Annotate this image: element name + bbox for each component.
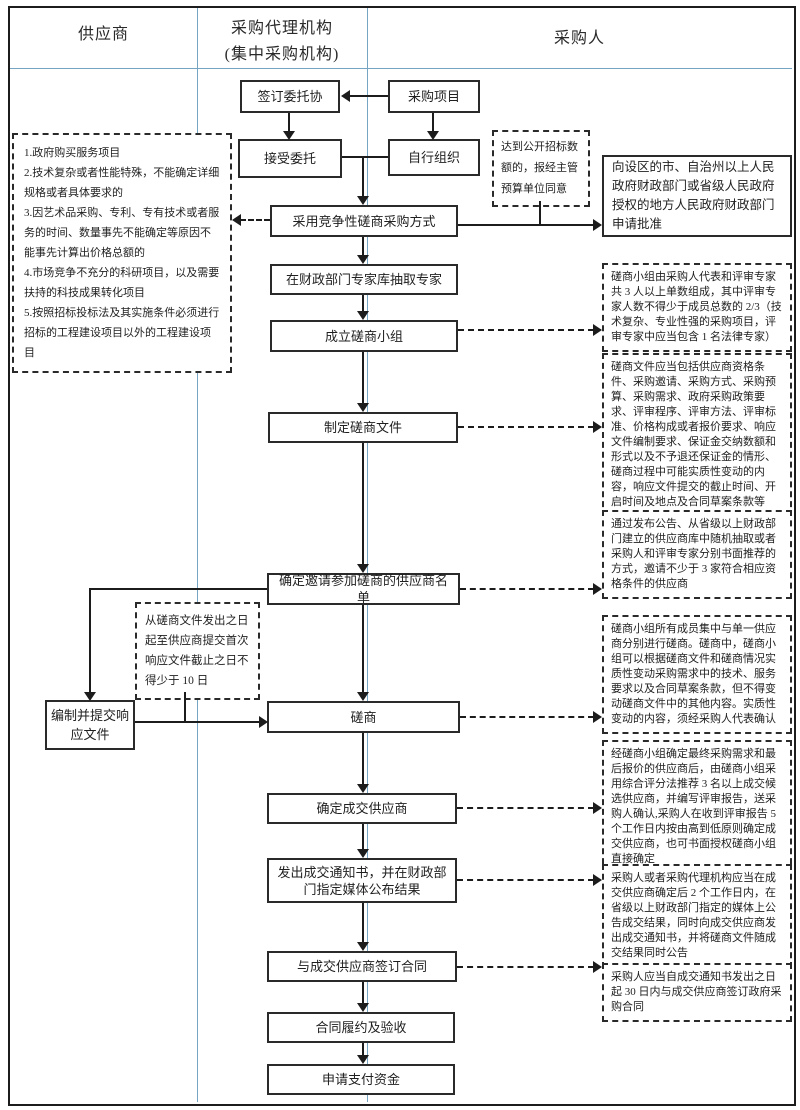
arrowhead-down-apply-payment (357, 1055, 369, 1064)
lane-divider-right (367, 8, 368, 1102)
lane-title-agency: 采购代理机构 (集中采购机构) (197, 16, 367, 68)
arrowhead-down-form-group (357, 311, 369, 320)
arrowhead-right-group-composition (593, 324, 602, 336)
connector-docs-to-list (362, 443, 364, 565)
arrowhead-down-prepare-docs (357, 403, 369, 412)
note-response-deadline: 从磋商文件发出之日起至供应商提交首次响应文件截止之日不得少于 10 日 (135, 602, 260, 700)
note-condition-3: 3.因艺术品采购、专利、专有技术或者服务的时间、数量事先不能确定等原因不能事先计… (24, 207, 220, 259)
flow-step-negotiate: 磋商 (267, 701, 460, 733)
arrowhead-down-accept-entrust (283, 131, 295, 140)
connector-deadline-to-line (184, 692, 186, 722)
flow-step-determine-winner: 确定成交供应商 (267, 793, 457, 824)
note-doc-requirements: 磋商文件应当包括供应商资格条件、采购邀请、采购方式、采购预算、采购需求、政府采购… (602, 353, 792, 517)
note-condition-2: 2.技术复杂或者性能特殊，不能确定详细规格或者具体要求的 (24, 167, 220, 199)
flow-step-procurement-project: 采购项目 (388, 80, 480, 113)
note-left-conditions: 1.政府购买服务项目 2.技术复杂或者性能特殊，不能确定详细规格或者具体要求的 … (12, 133, 232, 373)
arrowhead-right-apply-approval (593, 219, 602, 231)
note-result-announcement: 采购人或者采购代理机构应当在成交供应商确定后 2 个工作日内，在省级以上财政部门… (602, 864, 792, 968)
arrowhead-down-supplier-list (357, 564, 369, 573)
connector-perform-to-payment (362, 1043, 364, 1056)
flow-step-prepare-response: 编制并提交响应文件 (45, 700, 135, 750)
lane-divider-left (197, 8, 198, 1102)
arrowhead-down-sign-contract (357, 942, 369, 951)
dashed-connector-winner-determination (457, 807, 594, 809)
connector-project-to-self (432, 113, 434, 132)
note-condition-4: 4.市场竞争不充分的科研项目，以及需要扶持的科技成果转化项目 (24, 267, 220, 299)
note-contract-deadline: 采购人应当自成交通知书发出之日起 30 日内与成交供应商签订政府采购合同 (602, 963, 792, 1022)
connector-left-down (89, 588, 91, 693)
flow-step-determine-supplier-list: 确定邀请参加磋商的供应商名单 (267, 573, 460, 605)
flow-step-issue-notice: 发出成交通知书，并在财政部门指定媒体公布结果 (267, 858, 457, 903)
note-condition-1: 1.政府购买服务项目 (24, 147, 121, 159)
arrowhead-left-conditions (232, 214, 241, 226)
connector-project-to-sign (349, 95, 388, 97)
dashed-connector-group-composition (458, 329, 594, 331)
arrowhead-left-sign-agreement (341, 90, 350, 102)
arrowhead-right-winner-determination (593, 802, 602, 814)
dashed-connector-doc-requirements (458, 426, 594, 428)
connector-negotiate-to-winner (362, 733, 364, 785)
note-negotiation-rules: 磋商小组所有成员集中与单一供应商分别进行磋商。磋商中，磋商小组可以根据磋商文件和… (602, 615, 792, 734)
connector-contract-to-perform (362, 982, 364, 1004)
dashed-connector-negotiation-rules (460, 716, 594, 718)
dashed-connector-result-announcement (457, 879, 594, 881)
lane-title-agency-line1: 采购代理机构 (230, 20, 333, 37)
connector-response-to-negotiate (135, 721, 261, 723)
arrowhead-down-prepare-response (84, 692, 96, 701)
arrowhead-down-self-organize (427, 131, 439, 140)
flow-step-perform-contract: 合同履约及验收 (267, 1012, 455, 1043)
connector-list-to-negotiate (362, 605, 364, 693)
connector-notice-to-contract (362, 903, 364, 943)
arrowhead-down-issue-notice (357, 849, 369, 858)
arrowhead-right-negotiation-rules (593, 711, 602, 723)
connector-adopt-to-experts (362, 237, 364, 256)
flow-step-sign-contract: 与成交供应商签订合同 (267, 951, 457, 982)
page-border (8, 6, 796, 1106)
flow-step-form-group: 成立磋商小组 (270, 320, 458, 352)
connector-winner-to-notice (362, 824, 364, 850)
header-divider (10, 68, 792, 69)
connector-adopt-to-approval (458, 224, 595, 226)
arrowhead-down-adopt-method (357, 196, 369, 205)
arrowhead-down-negotiate (357, 692, 369, 701)
note-condition-5: 5.按照招标投标法及其实施条件必须进行招标的工程建设项目以外的工程建设项目 (24, 307, 220, 359)
note-invite-method: 通过发布公告、从省级以上财政部门建立的供应商库中随机抽取或者采购人和评审专家分别… (602, 510, 792, 599)
dashed-connector-adopt-to-conditions (240, 219, 270, 221)
connector-list-to-left (90, 588, 267, 590)
arrowhead-down-draw-experts (357, 255, 369, 264)
dashed-connector-invite-method (460, 588, 594, 590)
arrowhead-right-doc-requirements (593, 421, 602, 433)
connector-junction-to-adopt (362, 157, 364, 197)
connector-group-to-docs (362, 352, 364, 404)
arrowhead-right-invite-method (593, 583, 602, 595)
arrowhead-right-negotiate (259, 716, 268, 728)
lane-title-supplier: 供应商 (77, 26, 129, 43)
flow-step-sign-agreement: 签订委托协 (240, 80, 340, 113)
connector-threshold-to-line (539, 201, 541, 224)
arrowhead-down-determine-winner (357, 784, 369, 793)
note-group-composition: 磋商小组由采购人代表和评审专家共 3 人以上单数组成，其中评审专家人数不得少于成… (602, 263, 792, 352)
lane-title-agency-line2: (集中采购机构) (224, 46, 340, 63)
lane-title-purchaser: 采购人 (553, 30, 605, 47)
connector-sign-to-accept (288, 113, 290, 132)
flow-step-apply-approval: 向设区的市、自治州以上人民政府财政部门或省级人民政府授权的地方人民政府财政部门申… (602, 155, 792, 237)
flow-step-draw-experts: 在财政部门专家库抽取专家 (270, 264, 458, 295)
arrowhead-right-result-announcement (593, 874, 602, 886)
flow-step-apply-payment: 申请支付资金 (267, 1064, 455, 1095)
flow-step-prepare-docs: 制定磋商文件 (268, 412, 458, 443)
arrowhead-down-perform-contract (357, 1003, 369, 1012)
note-winner-determination: 经磋商小组确定最终采购需求和最后报价的供应商后，由磋商小组采用综合评分法推荐 3… (602, 740, 792, 874)
flow-step-self-organize: 自行组织 (388, 139, 480, 176)
connector-experts-to-group (362, 295, 364, 312)
connector-accept-self-junction (342, 156, 388, 158)
arrowhead-right-contract-deadline (593, 961, 602, 973)
note-over-threshold: 达到公开招标数额的，报经主管预算单位同意 (492, 130, 590, 207)
flow-step-adopt-method: 采用竞争性磋商采购方式 (270, 205, 458, 237)
flow-step-accept-entrust: 接受委托 (238, 139, 342, 178)
dashed-connector-contract-deadline (457, 966, 594, 968)
